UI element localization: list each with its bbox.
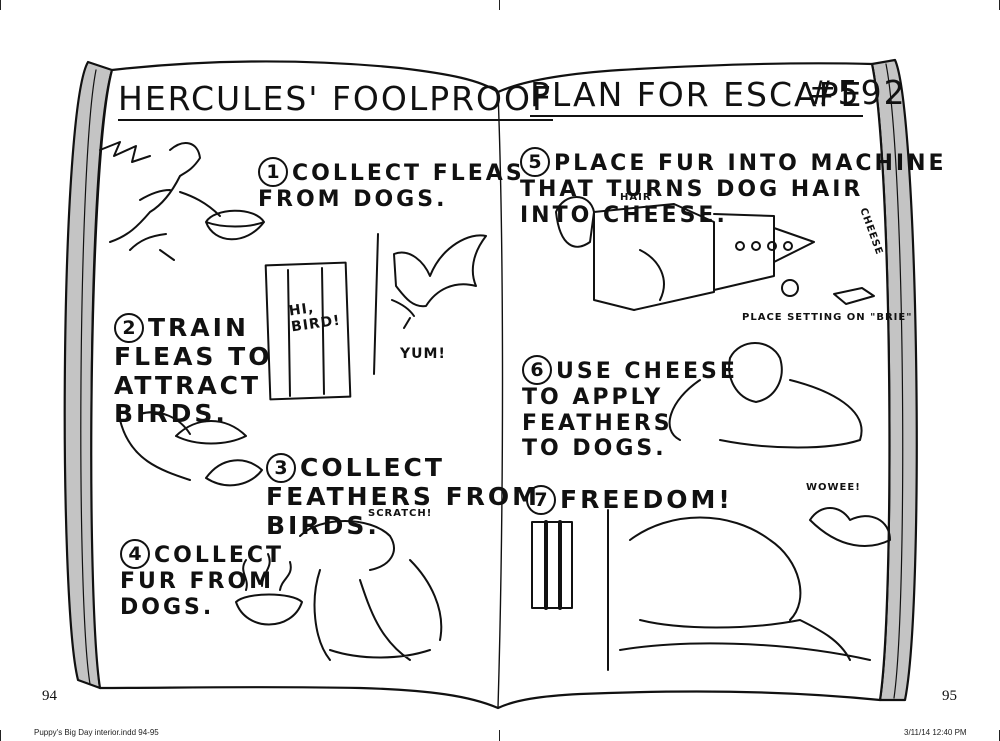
crop-mark [0, 730, 1, 741]
bowl-drawing [205, 209, 265, 241]
title-right: PLAN FOR ESCAPE [530, 76, 864, 117]
step-4-text: COLLECT FUR FROM DOGS. [120, 543, 285, 620]
scratch-caption: SCRATCH! [368, 508, 433, 519]
step-7-text: FREEDOM! [560, 484, 733, 514]
wowee-caption: WOWEE! [806, 482, 861, 493]
gutter-line [497, 91, 504, 709]
scratching-dog-drawing [299, 520, 443, 661]
page-number-left: 94 [42, 688, 57, 704]
footer-timestamp: 3/11/14 12:40 PM [904, 728, 967, 737]
fur-bowl-drawing [235, 553, 303, 626]
step-3-number: 3 [266, 452, 296, 483]
bird-drawing [373, 233, 487, 375]
yum-caption: YUM! [400, 346, 446, 362]
crop-mark [499, 730, 500, 741]
page-outline [90, 60, 891, 710]
hi-bird-caption: HI, BIRD! [288, 300, 342, 336]
place-setting-caption: PLACE SETTING ON "BRIE" [742, 312, 913, 323]
step-6-text: USE CHEESE TO APPLY FEATHERS TO DOGS. [522, 359, 738, 461]
step-2-text: TRAIN FLEAS TO ATTRACT BIRDS. [114, 312, 273, 429]
step-7-number: 7 [526, 484, 556, 515]
step-2-number: 2 [114, 312, 144, 343]
cheese-machine-drawing [555, 196, 815, 311]
step-1-text: COLLECT FLEAS FROM DOGS. [258, 161, 525, 213]
feathered-dog-drawing [668, 342, 863, 449]
crop-mark [0, 0, 1, 10]
title-number: #592 [808, 73, 907, 112]
step-5-text: PLACE FUR INTO MACHINE THAT TURNS DOG HA… [520, 151, 947, 228]
window-drawing [264, 261, 352, 401]
page-number-right: 95 [942, 688, 957, 704]
crop-mark [499, 0, 500, 10]
jail-window-drawing [531, 521, 573, 609]
dog-pile-drawing [607, 509, 871, 671]
step-1-number: 1 [258, 157, 288, 188]
step-3-text: COLLECT FEATHERS FROM BIRDS. [266, 452, 541, 540]
step-4-number: 4 [120, 539, 150, 570]
dog-drawing [99, 141, 201, 261]
step-6-number: 6 [522, 355, 552, 386]
hair-caption: HAIR [620, 192, 652, 203]
title-left: HERCULES' FOOLPROOF [118, 80, 553, 121]
footer-filename: Puppy's Big Day interior.indd 94-95 [34, 728, 159, 737]
fleas-drawing [119, 411, 263, 487]
step-5-number: 5 [520, 147, 550, 178]
